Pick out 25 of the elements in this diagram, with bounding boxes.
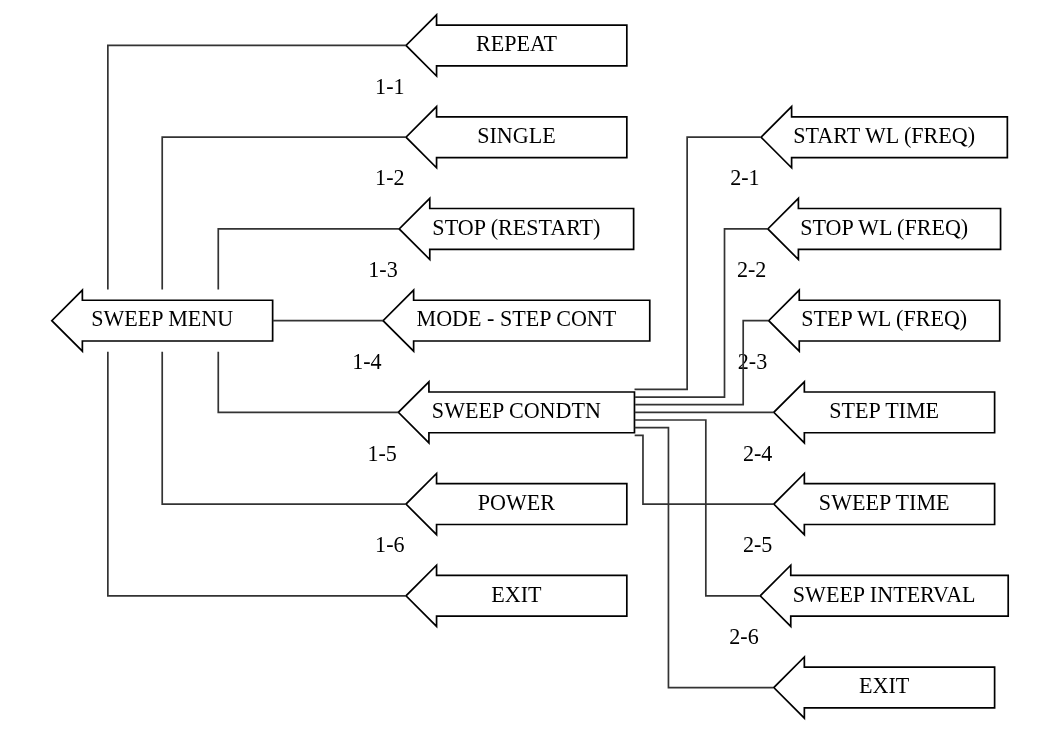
node-label: 1-5 [366,440,397,466]
node-label: 2-6 [728,624,759,650]
node-label: 2-4 [742,440,772,466]
connector [633,136,761,391]
connector [633,319,769,406]
connector [106,350,407,597]
node-label: 1-6 [374,532,405,558]
connector [633,411,774,414]
connector [633,434,774,505]
connector [160,350,407,505]
connector [160,136,407,291]
node-label: 1-4 [351,348,382,374]
connector [216,228,400,291]
connector [633,426,774,689]
connector [633,419,761,597]
node-label: 1-1 [374,73,405,99]
connector [271,319,384,322]
connector [106,44,407,291]
node-label: 2-1 [729,165,760,191]
node-label: 2-2 [736,257,766,283]
connector [216,350,399,414]
node-label: 1-3 [367,257,398,283]
node-label: 1-2 [374,165,405,191]
connector [633,228,768,398]
node-label: 2-5 [742,532,772,558]
